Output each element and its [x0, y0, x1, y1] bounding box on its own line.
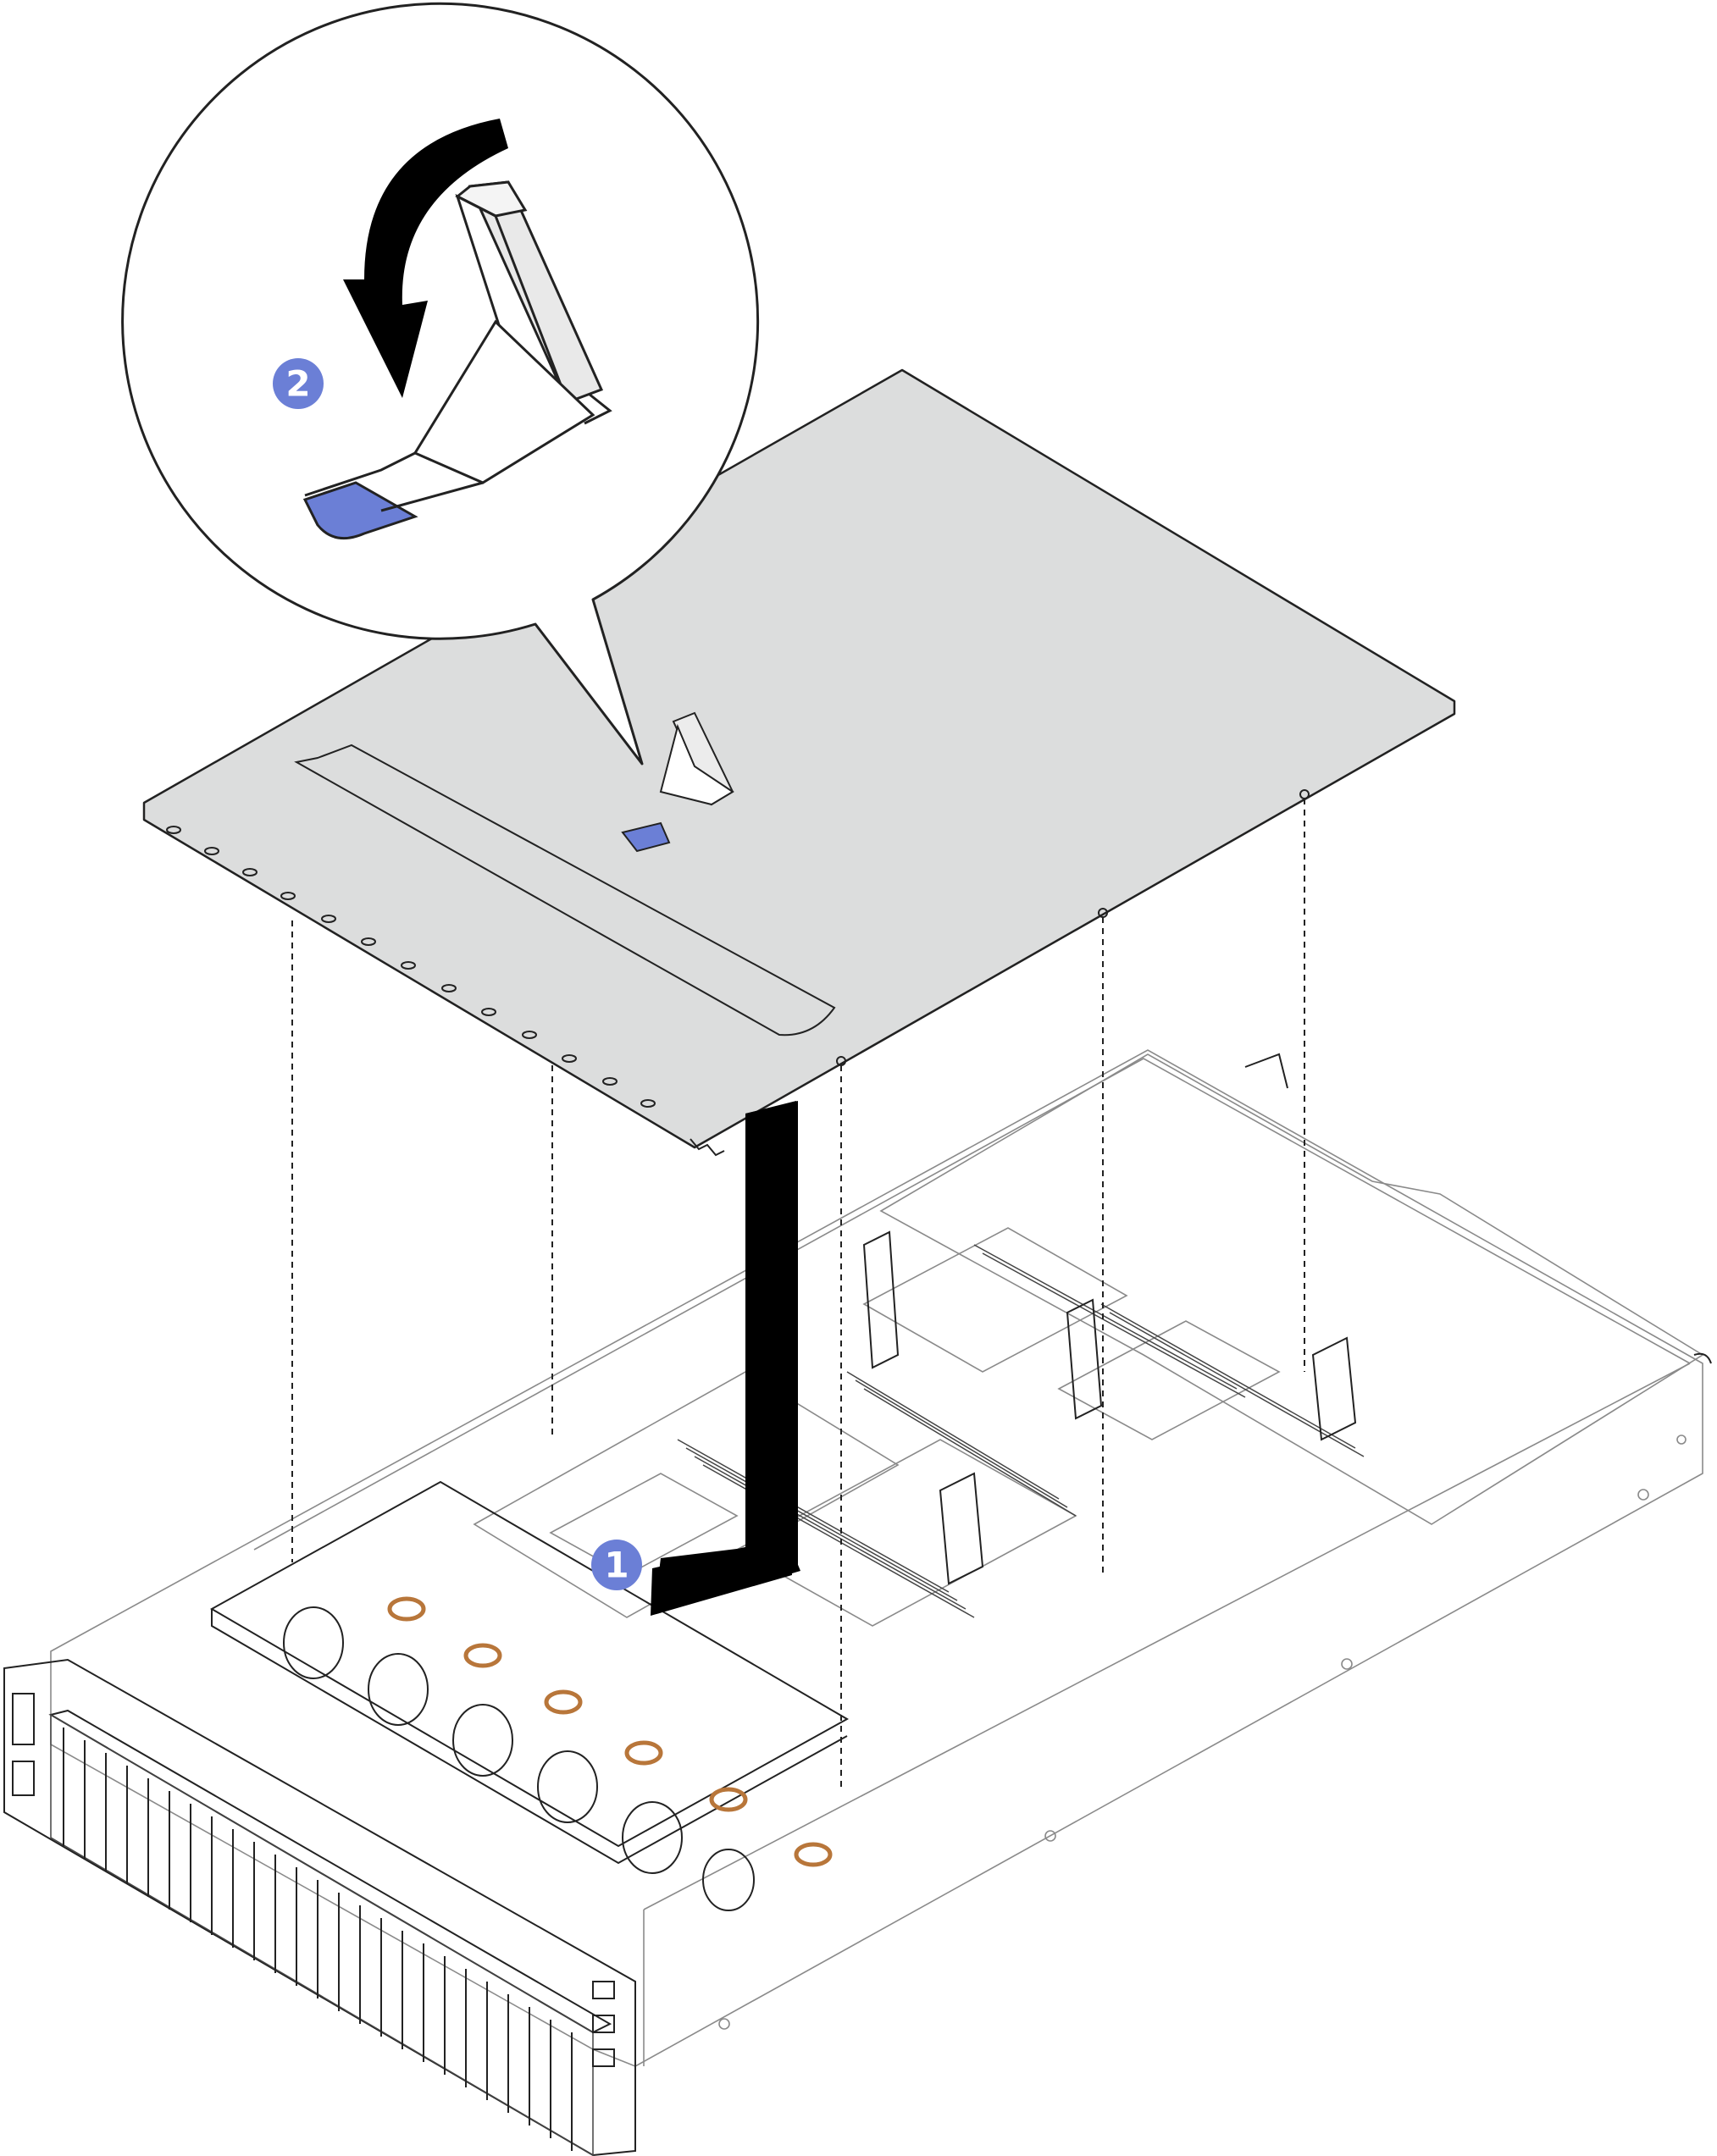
- front-drive-bays: [3, 1658, 636, 2156]
- alignment-guides: [291, 799, 1305, 1791]
- detail-callout: 2: [121, 2, 760, 766]
- top-cover: [142, 368, 1456, 1157]
- fans: [283, 1606, 755, 1911]
- step-2-badge: 2: [273, 358, 324, 409]
- curved-rotate-arrow-icon: [343, 119, 508, 398]
- step-1-number: 1: [604, 1545, 629, 1586]
- riser-cages: [862, 1230, 1357, 1585]
- cover-vent-slots: [166, 826, 656, 1108]
- server-chassis: [3, 1049, 1712, 2156]
- rear-section: [879, 1053, 1704, 1525]
- chassis-outline: [50, 1049, 1703, 2067]
- fan-latches: [387, 1596, 833, 1867]
- enlarged-latch: [302, 180, 612, 540]
- step-1-badge: 1: [591, 1540, 642, 1590]
- chassis-side-holes: [718, 1435, 1687, 2030]
- fan-cage: [209, 1480, 850, 1911]
- cover-latch: [621, 711, 734, 853]
- callout-bubble: [121, 2, 760, 766]
- step-2-number: 2: [285, 363, 310, 405]
